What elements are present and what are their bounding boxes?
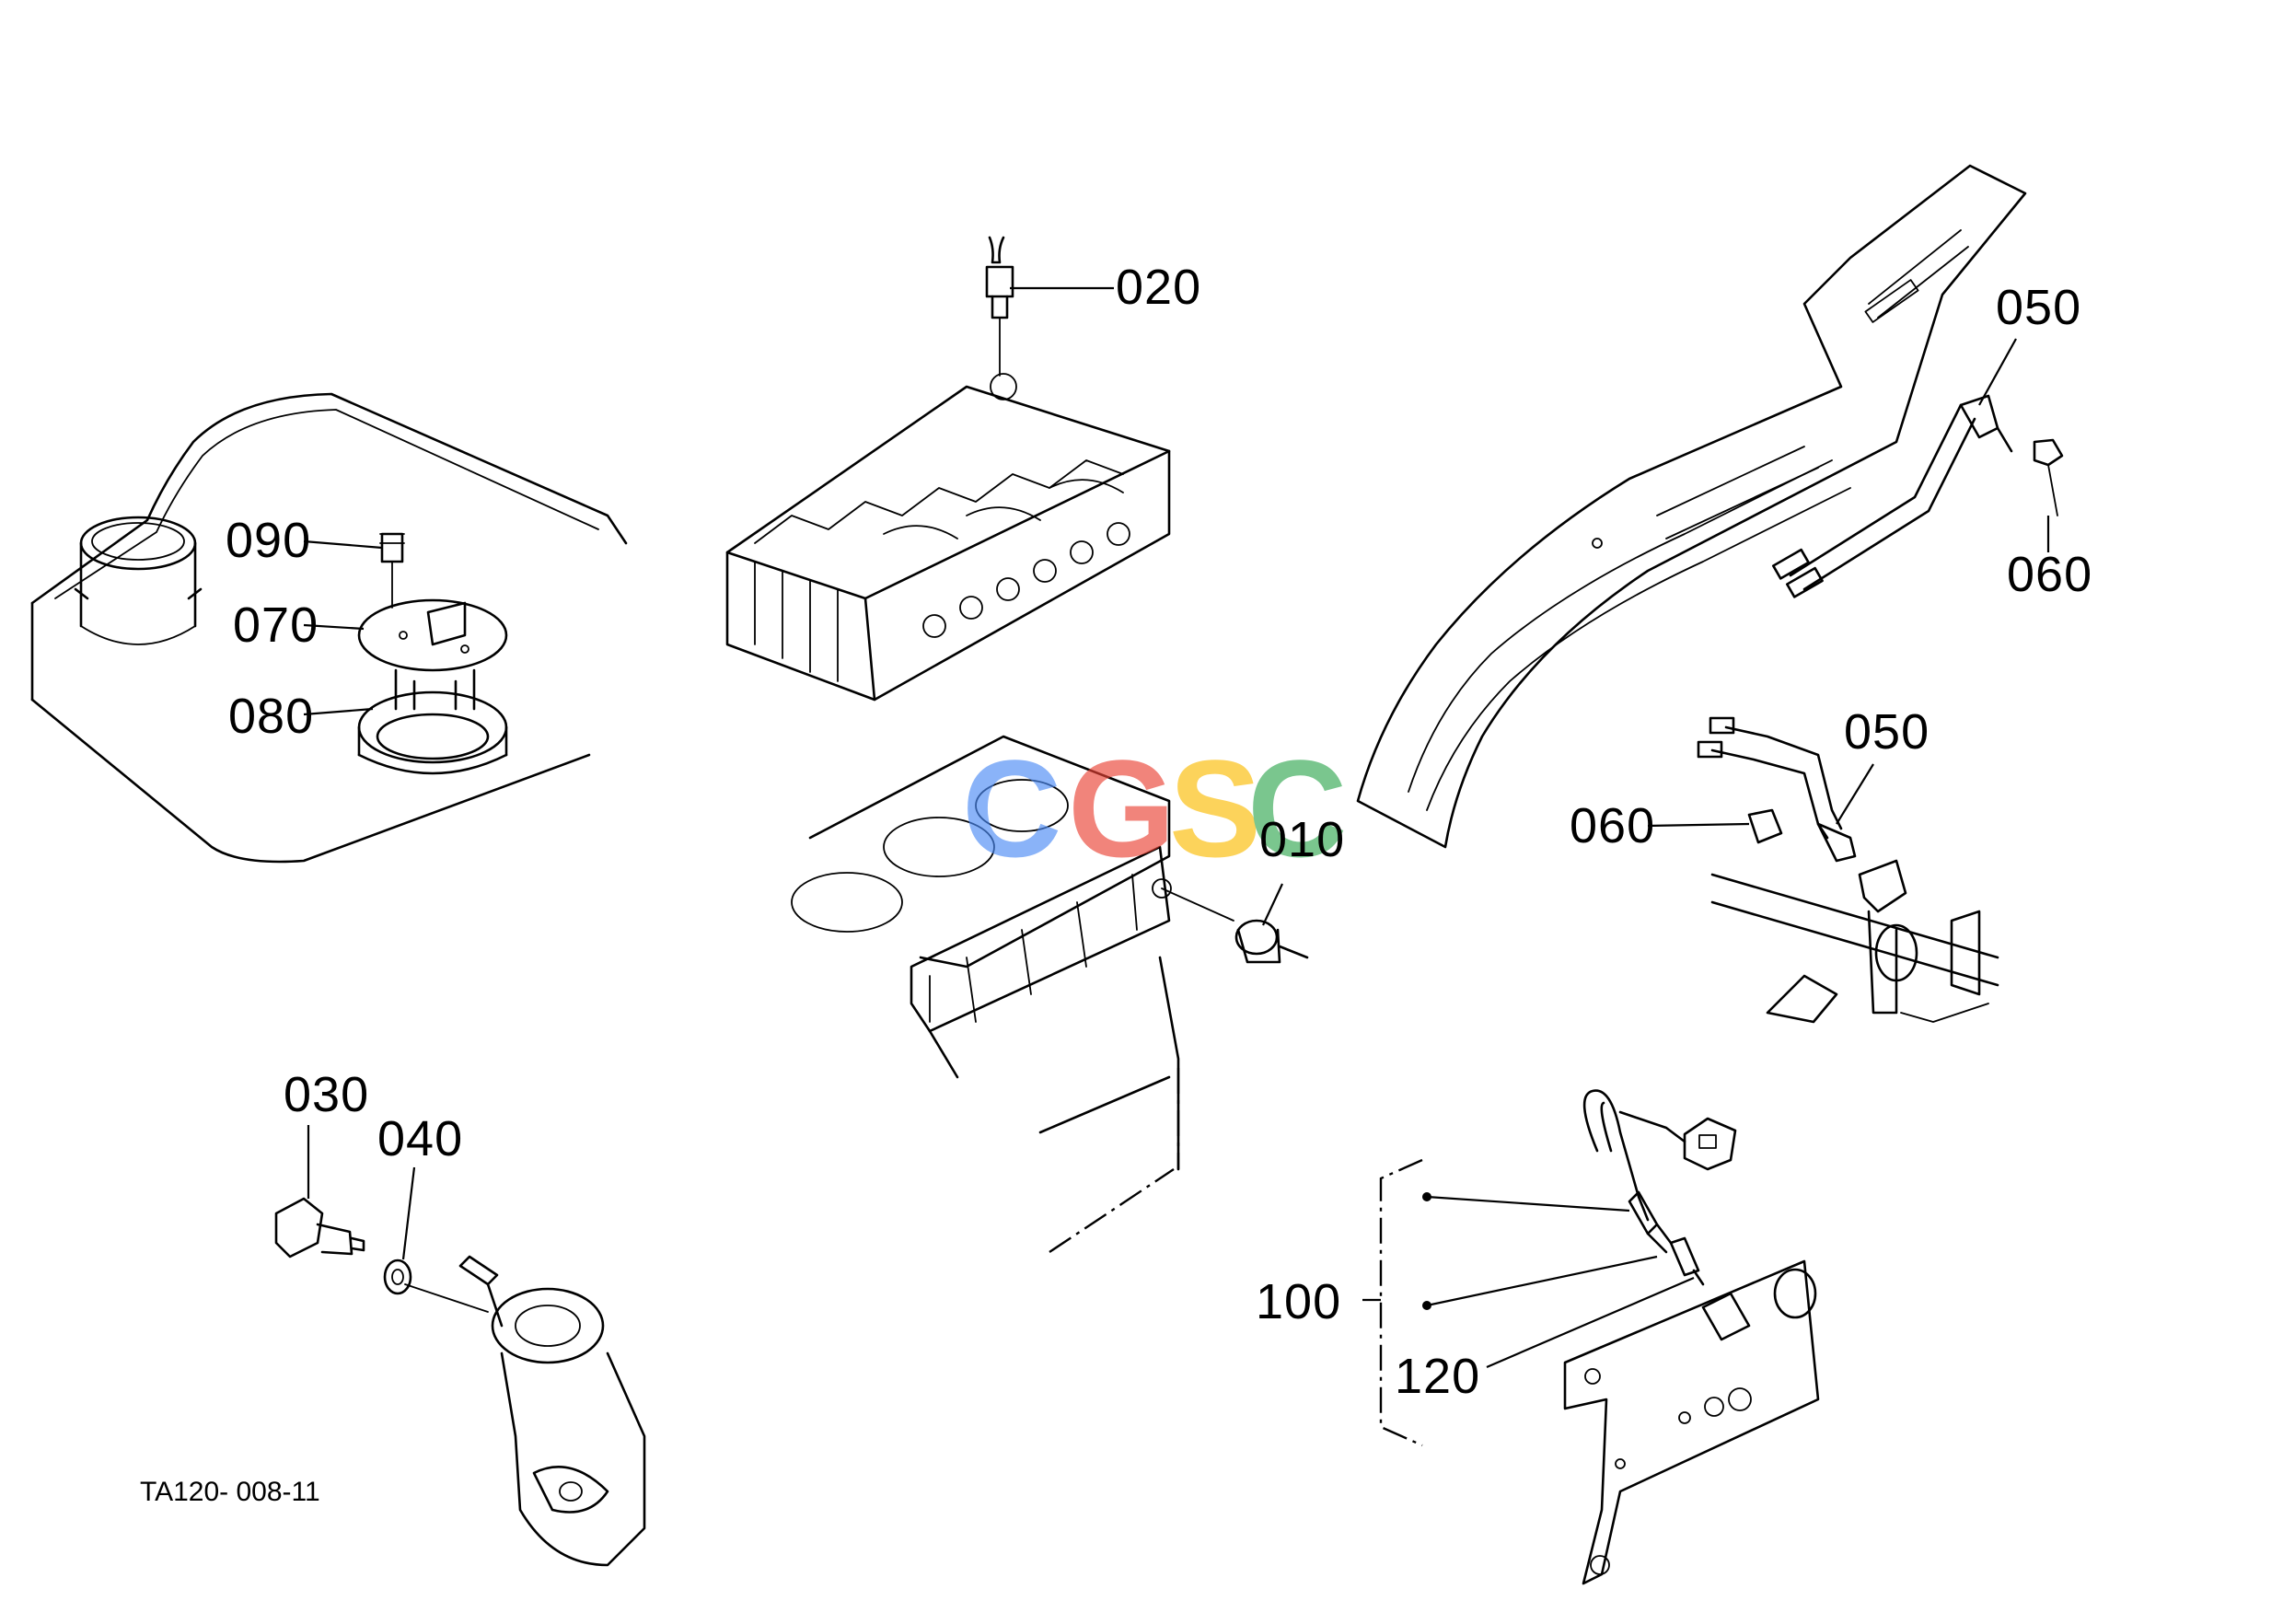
callout-050-lower: 050 <box>1844 704 1930 760</box>
leader-lines <box>303 286 2050 1369</box>
thermostat-housing <box>404 1255 646 1567</box>
gasket-washer <box>383 1259 412 1295</box>
fuel-sender-unit <box>357 532 508 775</box>
cylinder-head-drawing <box>725 373 1171 702</box>
callout-090: 090 <box>226 513 311 568</box>
oil-pressure-switch <box>1161 887 1309 964</box>
intake-heater-harness <box>1582 1089 1737 1286</box>
figure-code: TA120- 008-11 <box>140 1477 320 1507</box>
dashed-group-bracket <box>1379 1158 1423 1447</box>
callout-010: 010 <box>1259 812 1345 867</box>
callout-040: 040 <box>377 1111 463 1166</box>
watermark: C G S C <box>962 731 1347 886</box>
callout-070: 070 <box>233 597 319 653</box>
watermark-letter-1: C <box>962 731 1061 886</box>
callout-060-upper: 060 <box>2007 547 2092 602</box>
engine-block-drawing <box>791 735 1180 1253</box>
callout-050-upper: 050 <box>1996 280 2081 335</box>
sensor-harness-upper <box>1771 394 2064 598</box>
watermark-letter-2: G <box>1068 731 1176 886</box>
callout-120: 120 <box>1395 1349 1480 1404</box>
glow-plug <box>985 236 1014 377</box>
watermark-letter-3: S <box>1169 731 1261 886</box>
callout-020: 020 <box>1116 260 1201 315</box>
callout-080: 080 <box>228 689 314 744</box>
fuel-tank-drawing <box>30 392 628 864</box>
callout-060-lower: 060 <box>1570 798 1655 853</box>
heater-mounting-bracket <box>1563 1259 1820 1585</box>
watermark-letter-4: C <box>1247 731 1347 886</box>
part-number-callouts: 020 090 070 080 010 050 060 050 060 030 … <box>226 260 2092 1404</box>
callout-030: 030 <box>284 1067 369 1122</box>
sensor-harness-lower <box>1697 716 1999 1024</box>
frame-drawing <box>1356 164 2027 849</box>
temperature-sensor <box>274 1197 365 1259</box>
callout-100: 100 <box>1256 1274 1341 1329</box>
